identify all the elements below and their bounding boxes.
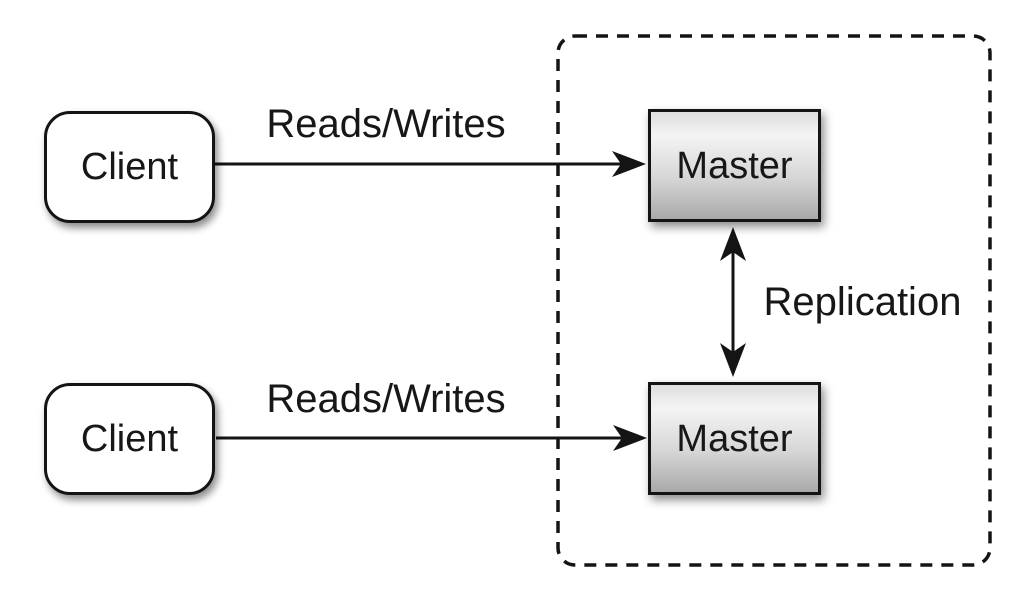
client-node-top-label: Client <box>80 146 179 188</box>
master-cluster-boundary <box>556 34 992 567</box>
client-node-top: Client <box>44 111 215 223</box>
master-node-bottom-label: Master <box>676 417 793 460</box>
master-node-top: Master <box>648 109 821 222</box>
client-node-bottom: Client <box>44 383 215 495</box>
replication-arrow <box>720 227 746 377</box>
client-node-bottom-label: Client <box>80 418 179 460</box>
reads-writes-arrow-top <box>215 151 646 177</box>
master-node-bottom: Master <box>648 382 821 495</box>
reads-writes-label-bottom: Reads/Writes <box>266 377 506 421</box>
reads-writes-label-top: Reads/Writes <box>266 102 506 146</box>
reads-writes-arrow-bottom <box>216 425 647 451</box>
master-node-top-label: Master <box>676 144 793 187</box>
replication-label: Replication <box>763 280 962 324</box>
